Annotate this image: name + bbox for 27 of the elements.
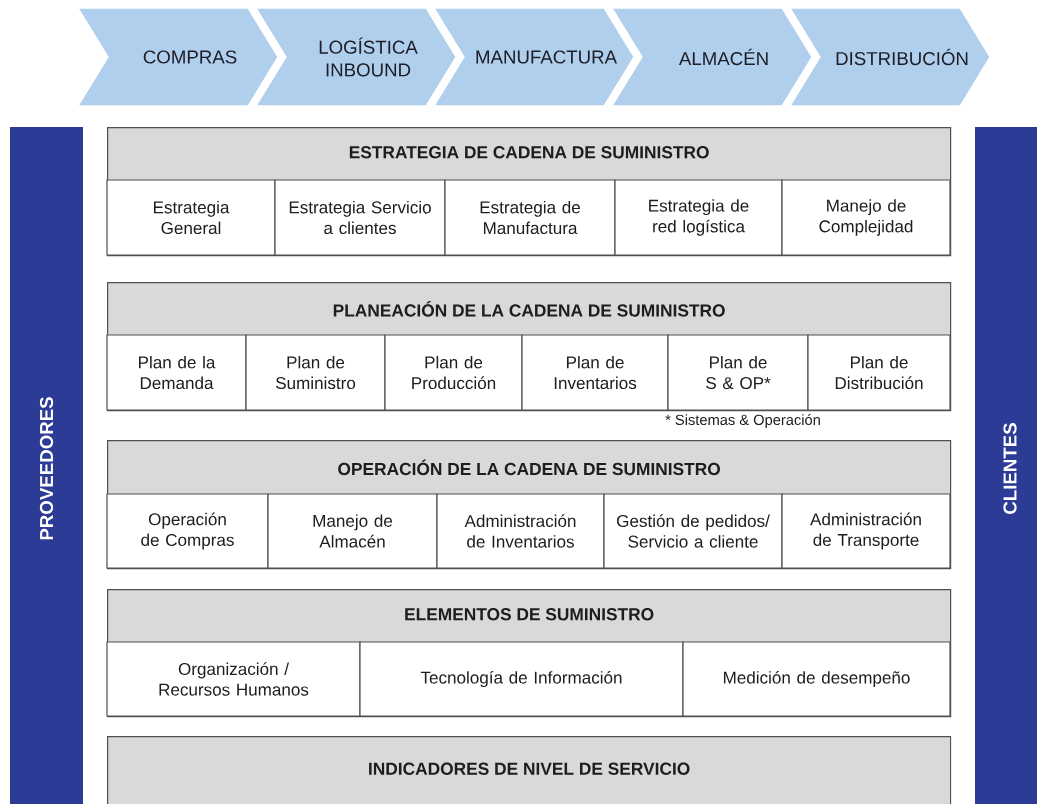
process-step-banner: LOGÍSTICA INBOUND [254,7,457,107]
table-cell: Gestión de pedidos/ Servicio a cliente [603,493,783,569]
process-step-banner: COMPRAS [76,7,279,107]
section-panel: INDICADORES DE NIVEL DE SERVICIO [107,736,952,804]
table-cell: Estrategia Servicio a clientes [274,179,446,256]
side-band: CLIENTES [975,127,1037,804]
table-cell: Estrategia General [106,179,276,256]
footnote-text: * Sistemas & Operación [665,414,820,428]
process-step-banner: MANUFACTURA [432,7,635,107]
table-cell: Plan de la Demanda [106,334,247,411]
table-cell: Estrategia de red logística [614,179,783,256]
table-cell: Plan de Inventarios [521,334,669,411]
table-cell: Administración de Transporte [781,493,951,569]
table-cell: Manejo de Complejidad [781,179,951,256]
table-cell: Plan de S & OP* [667,334,809,411]
table-cell: Tecnología de Información [359,641,684,717]
side-band: PROVEEDORES [10,127,83,804]
table-cell: Plan de Producción [384,334,523,411]
process-step-banner: DISTRIBUCIÓN [788,7,991,107]
table-cell: Operación de Compras [106,493,269,569]
table-cell: Estrategia de Manufactura [444,179,616,256]
table-cell: Manejo de Almacén [267,493,438,569]
table-cell: Medición de desempeño [682,641,951,717]
table-cell: Organización / Recursos Humanos [106,641,361,717]
table-cell: Administración de Inventarios [436,493,605,569]
table-cell: Plan de Suministro [245,334,386,411]
table-cell: Plan de Distribución [807,334,951,411]
